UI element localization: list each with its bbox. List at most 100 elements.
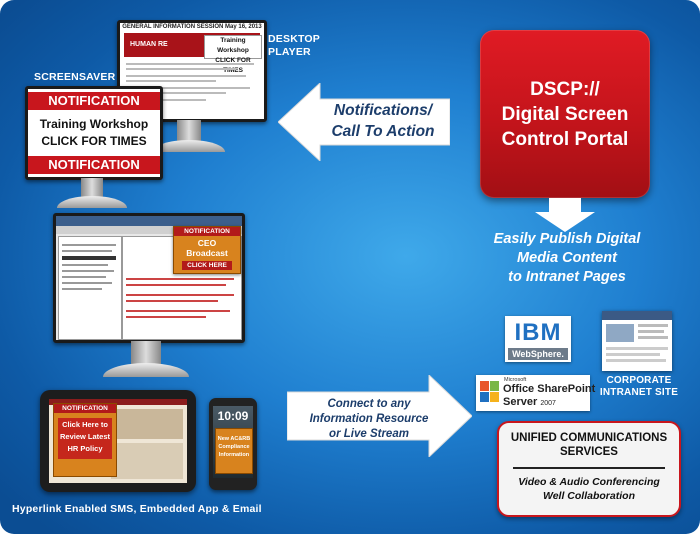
notifications-arrow-text: Notifications/ Call To Action <box>318 100 448 142</box>
connect-arrow-text: Connect to any Information Resource or L… <box>294 397 444 442</box>
desktop-text-line <box>126 63 254 65</box>
uc-description: Video & Audio Conferencing Well Collabor… <box>499 475 679 503</box>
notifications-text-line-1: Notifications/ <box>333 102 433 119</box>
intranet-site-thumbnail <box>602 311 672 371</box>
intranet-text-line <box>606 359 666 362</box>
ibm-websphere-logo: IBM WebSphere. <box>505 316 571 362</box>
ibm-logo-text: IBM <box>514 319 562 346</box>
desktop-player-screen: GENERAL INFORMATION SESSION May 16, 2013… <box>117 20 267 122</box>
tablet-popup-line-2: Review Latest <box>59 432 111 441</box>
websphere-label: WebSphere. <box>508 348 568 360</box>
monitor-base <box>153 140 225 152</box>
uc-desc-line-1: Video & Audio Conferencing <box>518 476 660 488</box>
microsoft-text: Microsoft <box>504 377 527 383</box>
workstation-screen: NOTIFICATION CEO Broadcast CLICK HERE <box>53 213 245 343</box>
tablet-photo <box>111 409 183 439</box>
desktop-player-label-line-2: PLAYER <box>268 46 311 58</box>
corporate-intranet-label-line-1: CORPORATE <box>606 375 672 386</box>
uc-desc-line-2: Well Collaboration <box>543 490 635 502</box>
phone-popup[interactable]: New AC&RB Compliance Information <box>215 428 253 474</box>
detail-line <box>126 310 230 312</box>
office-icon <box>480 379 500 405</box>
screensaver-message-line-2: CLICK FOR TIMES <box>41 134 147 148</box>
desktop-text-line <box>126 80 216 82</box>
corporate-intranet-label-line-2: INTRANET SITE <box>599 387 679 398</box>
publish-line-2: Media Content <box>517 250 617 266</box>
tablet-popup-line-3: HR Policy <box>67 444 103 453</box>
connect-arrow <box>287 375 472 457</box>
tablet-popup-line-1: Click Here to <box>62 420 108 429</box>
screensaver-message[interactable]: Training Workshop CLICK FOR TIMES <box>28 113 160 156</box>
publish-line-1: Easily Publish Digital <box>493 231 641 247</box>
server-word: Server <box>503 396 538 408</box>
desktop-text-line <box>126 99 206 101</box>
tablet-screen: NOTIFICATION Click Here to Review Latest… <box>49 399 187 483</box>
detail-line <box>126 294 234 296</box>
monitor-base <box>103 363 189 377</box>
window-titlebar <box>56 216 242 226</box>
list-line <box>62 264 108 266</box>
notifications-arrow <box>278 83 450 161</box>
dscp-line-1: DSCP:// <box>530 78 600 100</box>
tablet-photo <box>111 443 183 479</box>
connect-text-line-3: or Live Stream <box>329 428 409 440</box>
intranet-text-line <box>606 347 668 350</box>
publish-text: Easily Publish Digital Media Content to … <box>472 230 662 287</box>
tablet-hr-popup[interactable]: NOTIFICATION Click Here to Review Latest… <box>53 403 117 477</box>
ceo-broadcast-popup[interactable]: NOTIFICATION CEO Broadcast CLICK HERE <box>173 226 241 274</box>
tablet-popup-title: NOTIFICATION <box>54 404 116 413</box>
intranet-text-line <box>606 353 660 356</box>
screensaver-monitor: NOTIFICATION Training Workshop CLICK FOR… <box>25 86 165 210</box>
desktop-text-line <box>126 92 226 94</box>
ceo-popup-cta[interactable]: CLICK HERE <box>182 261 232 270</box>
monitor-stand <box>131 341 161 365</box>
unified-communications-box: UNIFIED COMMUNICATIONS SERVICES Video & … <box>497 421 681 517</box>
dscp-line-3: Control Portal <box>501 128 629 150</box>
intranet-image-block <box>606 324 634 342</box>
detail-line <box>126 284 226 286</box>
desktop-player-monitor: GENERAL INFORMATION SESSION May 16, 2013… <box>117 20 267 154</box>
ceo-popup-body-line-1: CEO <box>197 238 217 248</box>
corporate-intranet-label: CORPORATE INTRANET SITE <box>594 375 684 399</box>
intranet-text-line <box>638 324 668 327</box>
desktop-popup-line-1: Training Workshop <box>217 37 249 54</box>
connect-text-line-1: Connect to any <box>327 398 411 410</box>
list-line <box>62 282 112 284</box>
list-line-selected <box>62 256 116 260</box>
monitor-base <box>57 196 127 208</box>
phone-popup-line-1: New AC&RB <box>217 436 251 442</box>
screensaver-bottom-notification: NOTIFICATION <box>28 156 160 174</box>
dscp-line-2: Digital Screen <box>501 103 629 125</box>
list-line <box>62 270 114 272</box>
desktop-text-line <box>126 75 246 77</box>
desktop-popup-line-2: CLICK FOR TIMES <box>215 57 251 74</box>
intranet-header-bar <box>602 311 672 320</box>
list-line <box>62 276 106 278</box>
phone-popup-line-2: Compliance <box>218 444 250 450</box>
uc-title: UNIFIED COMMUNICATIONS SERVICES <box>499 431 679 459</box>
publish-line-3: to Intranet Pages <box>508 269 626 285</box>
phone-clock: 10:09 <box>217 409 249 423</box>
screensaver-top-notification: NOTIFICATION <box>28 92 160 110</box>
server-text: Server 2007 <box>503 396 556 408</box>
uc-title-line-2: SERVICES <box>560 446 618 458</box>
desktop-text-line <box>126 68 236 70</box>
dscp-portal-box: DSCP:// Digital Screen Control Portal <box>480 30 650 198</box>
connect-text-line-2: Information Resource <box>309 413 429 425</box>
desktop-player-label: DESKTOP PLAYER <box>268 33 320 59</box>
ceo-popup-title: NOTIFICATION <box>174 227 240 236</box>
server-year: 2007 <box>540 400 556 407</box>
screensaver-screen: NOTIFICATION Training Workshop CLICK FOR… <box>25 86 163 180</box>
desktop-popup[interactable]: Training Workshop CLICK FOR TIMES <box>204 35 262 74</box>
screensaver-message-line-1: Training Workshop <box>39 117 149 131</box>
screensaver-label: SCREENSAVER <box>34 71 116 83</box>
tablet-header-bar <box>49 399 187 405</box>
detail-line <box>126 278 234 280</box>
desktop-header-text: GENERAL INFORMATION SESSION May 16, 2013 <box>120 23 264 32</box>
monitor-stand <box>81 178 103 198</box>
detail-line <box>126 300 218 302</box>
list-line <box>62 288 102 290</box>
detail-line <box>126 316 206 318</box>
down-arrow <box>535 198 595 232</box>
